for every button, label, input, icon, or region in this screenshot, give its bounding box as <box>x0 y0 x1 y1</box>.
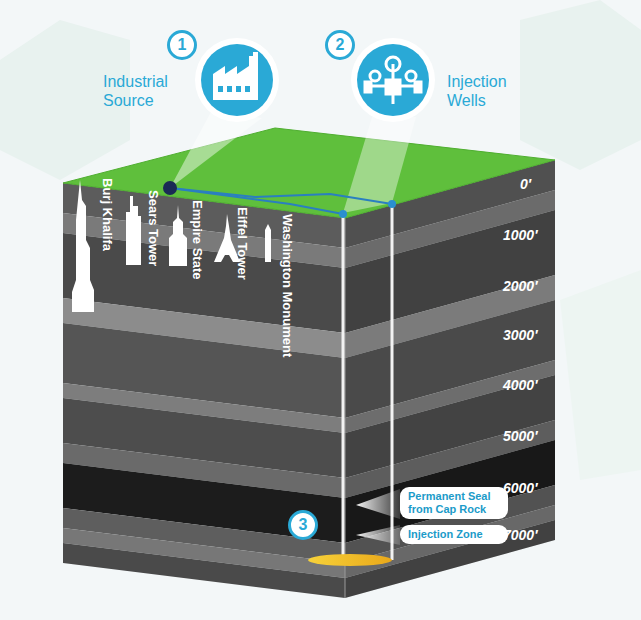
banner-pointers <box>356 489 400 545</box>
depth-label: 7000′ <box>503 527 538 543</box>
well-heads <box>339 200 396 218</box>
icon-circles <box>195 38 435 122</box>
injection-plume <box>308 554 392 566</box>
rock-band <box>63 543 345 598</box>
depth-label: 5000′ <box>503 428 538 444</box>
building-name: Burj Khalifa <box>100 178 114 251</box>
node-label: Industrial Source <box>103 72 187 110</box>
building-name: Eiffel Tower <box>235 207 249 280</box>
callout-circle: 3 <box>289 511 317 539</box>
depth-label: 6000′ <box>503 480 538 496</box>
block-corner <box>345 218 346 598</box>
banner-text: Permanent Seal from Cap Rock <box>400 487 508 519</box>
icon-circle: 1Industrial Source <box>195 38 279 122</box>
factory-icon <box>213 52 258 100</box>
block-edges <box>63 128 555 218</box>
building-name: Washington Monument <box>280 214 294 357</box>
building-name: Empire State <box>190 200 204 279</box>
depth-label: 2000′ <box>503 278 538 294</box>
depth-label: 4000′ <box>503 377 538 393</box>
banner-text: Injection Zone <box>400 525 508 544</box>
callout-number: 2 <box>325 30 355 60</box>
banner-box: Injection Zone <box>400 525 508 544</box>
face-shade <box>345 160 555 598</box>
source-dot <box>163 181 177 195</box>
banner-box: Permanent Seal from Cap Rock <box>400 487 508 519</box>
cones <box>170 110 416 213</box>
wellhead-icon <box>365 57 421 104</box>
depth-label: 3000′ <box>503 327 538 343</box>
depth-label: 0′ <box>520 176 531 192</box>
callout-number: 1 <box>167 30 197 60</box>
depth-label: 1000′ <box>503 227 538 243</box>
icon-circle: 2Injection Wells <box>351 38 435 122</box>
node-label: Injection Wells <box>447 72 537 110</box>
callout-number: 3 <box>288 510 318 540</box>
rock-layers <box>63 160 555 598</box>
building-name: Sears Tower <box>146 190 160 266</box>
